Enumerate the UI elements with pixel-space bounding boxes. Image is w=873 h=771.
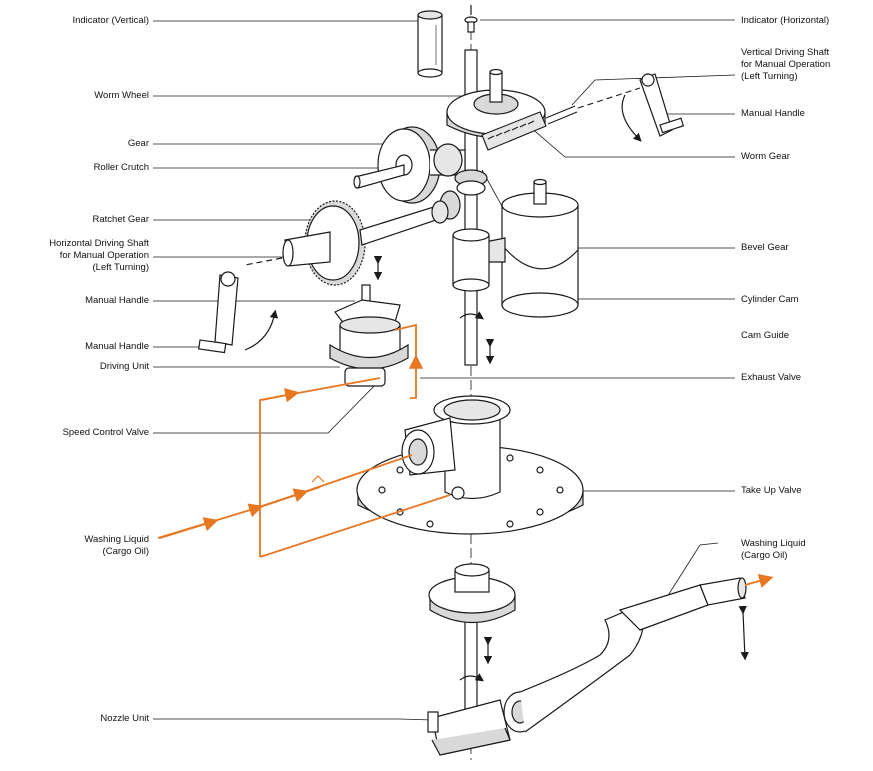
label-bevel-gear: Bevel Gear bbox=[741, 242, 789, 253]
driving-unit-part bbox=[329, 256, 409, 387]
label-gear: Gear bbox=[127, 138, 149, 149]
label-speed-control-valve: Speed Control Valve bbox=[62, 427, 149, 438]
nozzle-unit-part bbox=[427, 577, 749, 756]
worm-gear-part bbox=[481, 87, 641, 151]
center-shaft bbox=[464, 30, 478, 760]
label-cylinder-cam: Cylinder Cam bbox=[741, 294, 799, 305]
label-nozzle-unit: Nozzle Unit bbox=[100, 713, 149, 724]
label-manual-handle-right: Manual Handle bbox=[741, 108, 805, 119]
label-take-up-valve: Take Up Valve bbox=[741, 485, 802, 496]
label-exhaust-valve: Exhaust Valve bbox=[741, 372, 802, 383]
label-driving-unit: Driving Unit bbox=[99, 361, 149, 372]
label-manual-handle-left-1: Manual Handle bbox=[85, 295, 149, 306]
label-vertical-driving-shaft: Vertical Driving Shaft for Manual Operat… bbox=[741, 47, 831, 82]
indicator-horizontal-part bbox=[464, 5, 478, 33]
label-horizontal-driving-shaft: Horizontal Driving Shaft for Manual Oper… bbox=[49, 238, 149, 273]
bevel-gear-part bbox=[439, 169, 488, 220]
label-cam-guide: Cam Guide bbox=[741, 330, 790, 341]
label-roller-crutch: Roller Crutch bbox=[93, 162, 149, 173]
leader-lines bbox=[153, 19, 736, 721]
lower-housing-part bbox=[428, 563, 516, 682]
label-indicator-vertical: Indicator (Vertical) bbox=[72, 15, 149, 26]
gear-part bbox=[353, 126, 466, 204]
label-ratchet-gear: Ratchet Gear bbox=[92, 214, 150, 225]
cam-guide-part bbox=[452, 228, 495, 365]
manual-handle-right-part bbox=[621, 73, 685, 142]
cylinder-cam-part bbox=[484, 178, 579, 318]
label-worm-wheel: Worm Wheel bbox=[94, 90, 149, 101]
label-worm-gear: Worm Gear bbox=[741, 151, 790, 162]
deck-flange-part bbox=[356, 395, 584, 535]
ratchet-gear-part bbox=[244, 200, 449, 286]
manual-handle-left-part bbox=[198, 271, 279, 354]
label-manual-handle-left-2: Manual Handle bbox=[85, 341, 149, 352]
label-washing-liquid-left: Washing Liquid (Cargo Oil) bbox=[84, 534, 149, 557]
indicator-vertical-part bbox=[417, 10, 443, 78]
washing-liquid-flow bbox=[157, 323, 774, 588]
label-indicator-horizontal: Indicator (Horizontal) bbox=[741, 15, 830, 26]
label-washing-liquid-right: Washing Liquid (Cargo Oil) bbox=[741, 538, 806, 561]
